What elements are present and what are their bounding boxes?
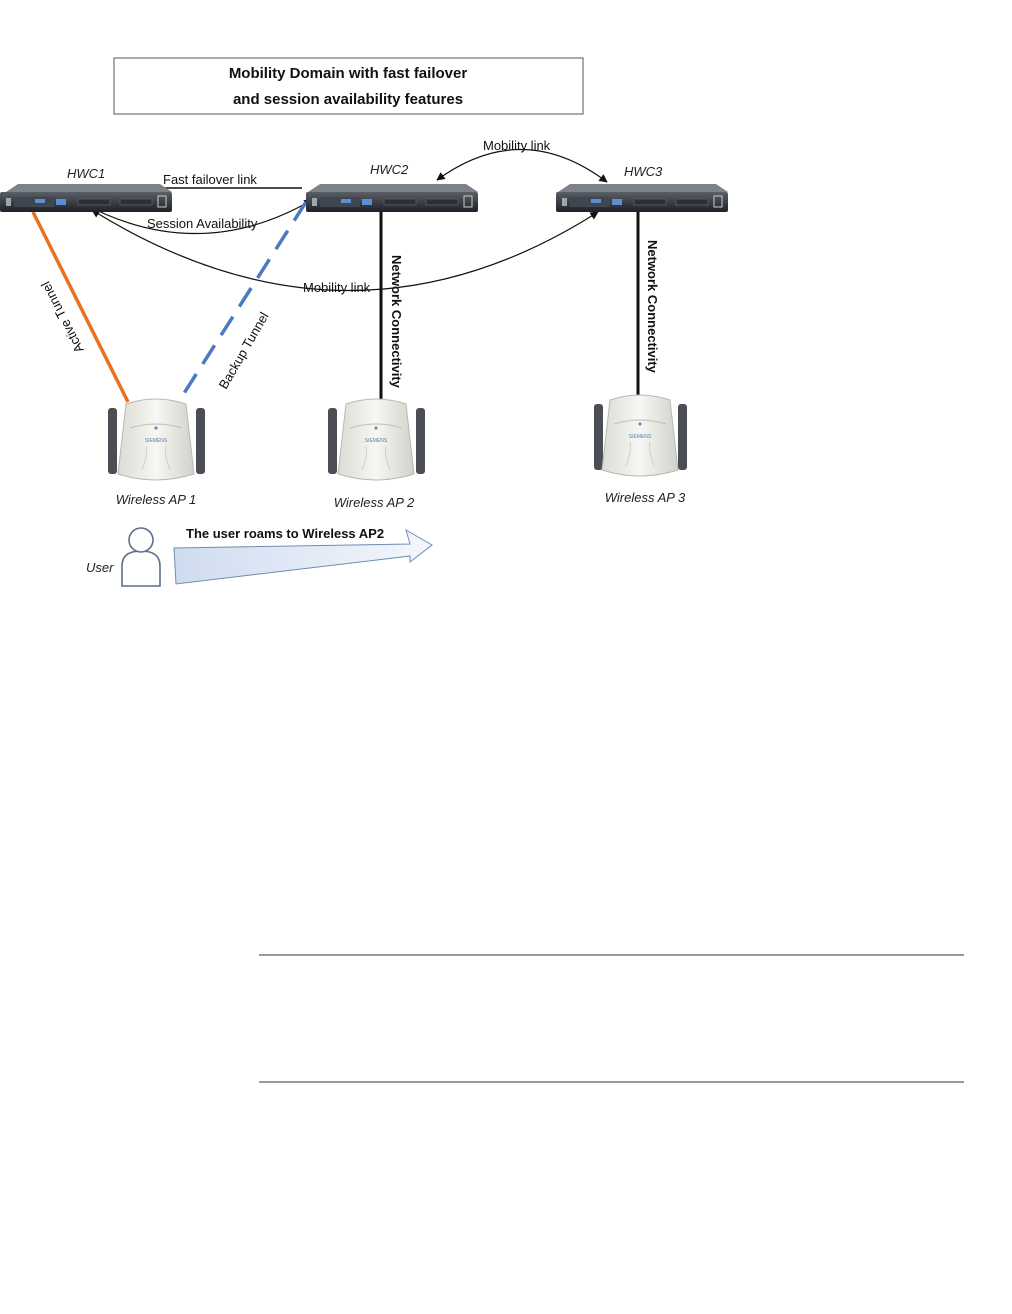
roam-text: The user roams to Wireless AP2 <box>186 526 384 541</box>
active-tunnel-label: Active Tunnel <box>38 279 87 355</box>
wireless-ap-1: SIEMENS Wireless AP 1 <box>108 398 205 507</box>
controller-hwc1: HWC1 <box>0 166 172 212</box>
network-connectivity-3-label: Network Connectivity <box>645 240 660 374</box>
hwc1-label: HWC1 <box>67 166 105 181</box>
title-line-1: Mobility Domain with fast failover <box>229 65 468 82</box>
mobility-link-bottom-label: Mobility link <box>303 280 371 295</box>
mobility-link-top-arrow <box>436 148 608 183</box>
ap3-label: Wireless AP 3 <box>605 490 686 505</box>
mobility-link-top-label: Mobility link <box>483 138 551 153</box>
ap1-brand-logo: SIEMENS <box>145 438 168 444</box>
roam-arrow: The user roams to Wireless AP2 <box>173 526 433 585</box>
user-icon <box>121 550 161 587</box>
diagram-title: Mobility Domain with fast failover and s… <box>113 57 584 115</box>
backup-tunnel-label: Backup Tunnel <box>216 309 272 391</box>
hwc2-label: HWC2 <box>370 162 409 177</box>
wireless-ap-3: SIEMENS Wireless AP 3 <box>594 394 687 505</box>
mobility-link-bottom-arrow <box>91 209 599 292</box>
wireless-ap-2: SIEMENS Wireless AP 2 <box>328 398 425 510</box>
controller-hwc2: HWC2 <box>306 162 478 212</box>
ap1-label: Wireless AP 1 <box>116 492 197 507</box>
fast-failover-link-label: Fast failover link <box>163 172 257 187</box>
ap3-brand-logo: SIEMENS <box>629 434 652 440</box>
controller-hwc3: HWC3 <box>556 164 728 212</box>
ap2-label: Wireless AP 2 <box>334 495 415 510</box>
hwc3-label: HWC3 <box>624 164 663 179</box>
user: User <box>86 527 161 587</box>
active-tunnel-line <box>31 211 130 403</box>
backup-tunnel-line <box>179 201 308 399</box>
ap2-brand-logo: SIEMENS <box>365 438 388 444</box>
session-availability-label: Session Availability <box>147 216 258 231</box>
network-connectivity-2-label: Network Connectivity <box>389 255 404 389</box>
user-label: User <box>86 560 114 575</box>
title-line-2: and session availability features <box>233 91 463 108</box>
